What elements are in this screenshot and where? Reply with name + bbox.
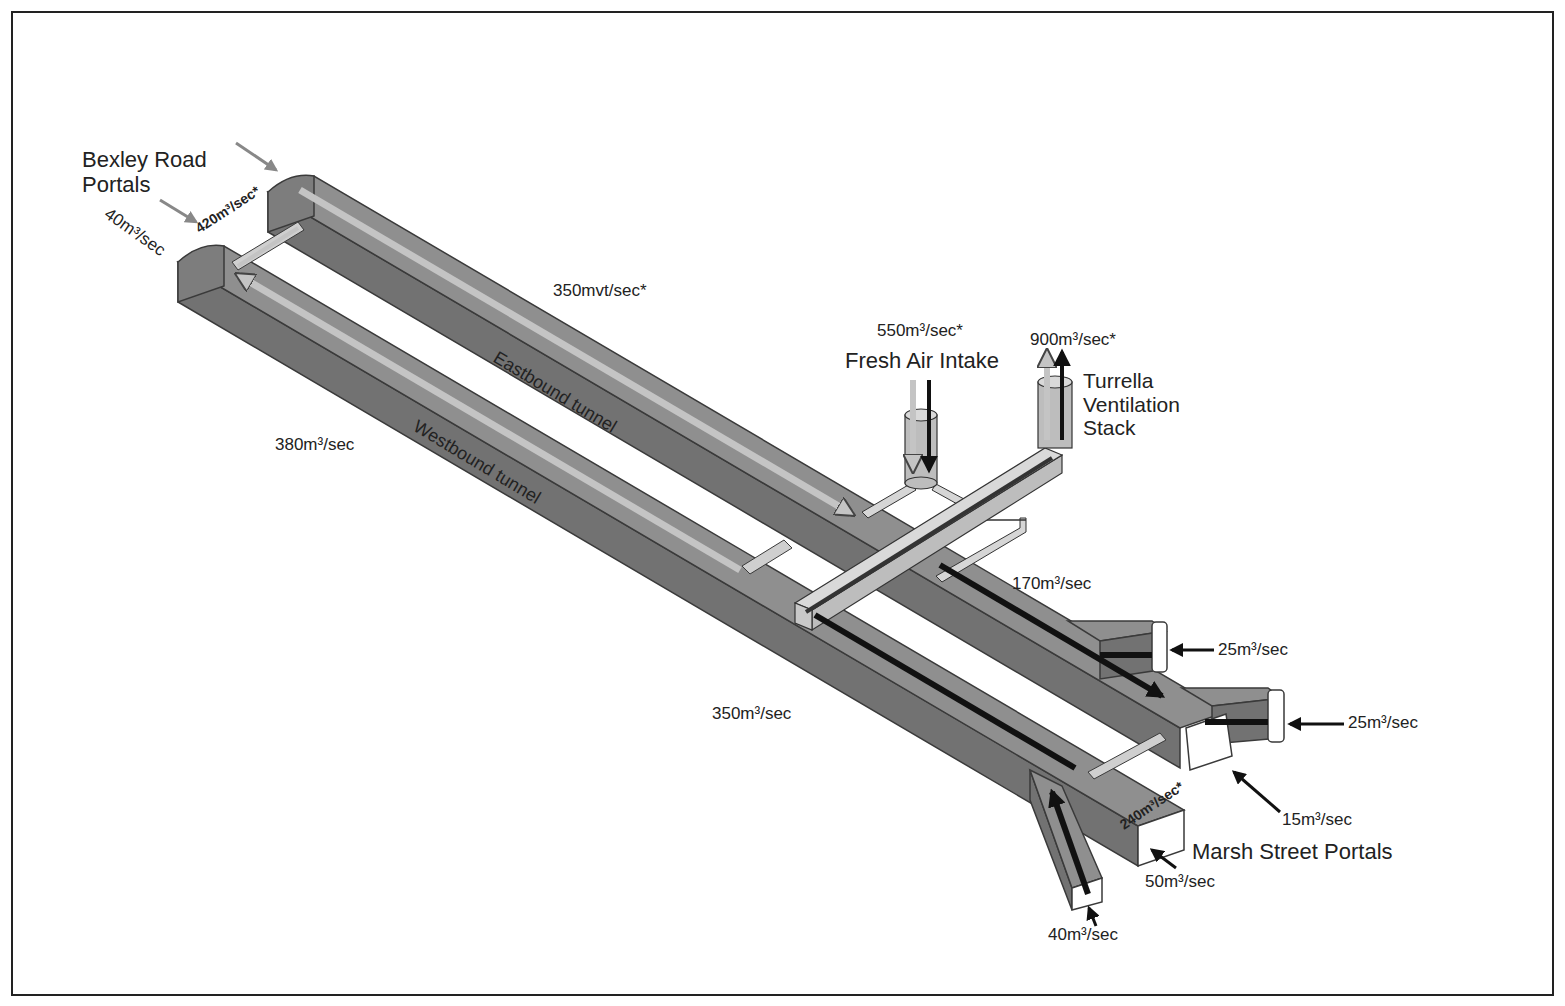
tunnel-top: [178, 246, 1184, 826]
ventilation-stack: [1038, 376, 1072, 388]
exhaust-duct: [795, 603, 812, 630]
tunnel-name: Eastbound tunnel: [490, 347, 620, 436]
shaft-name: Turrella Ventilation Stack: [1083, 369, 1203, 440]
portal-opening: [1152, 622, 1167, 672]
air-pipe: [986, 519, 1026, 521]
flow-rate: 380m³/sec: [275, 435, 354, 454]
flow-rate: 25m³/sec: [1348, 713, 1418, 732]
flow-rate: 350m³/sec: [712, 704, 791, 723]
inflow-arrow: [1089, 908, 1096, 926]
intake-shaft: [905, 415, 937, 483]
inflow-arrow: [1290, 723, 1344, 726]
flow-rate: 40m³/sec: [1048, 925, 1118, 944]
air-flow-arrow: [300, 190, 852, 514]
flow-rate: 15m³/sec: [1282, 810, 1352, 829]
portal-end: [268, 175, 314, 232]
inflow-arrow: [1234, 772, 1280, 812]
portal-name: Bexley Road Portals: [82, 148, 232, 197]
cross-passage: [232, 222, 304, 270]
tunnel-side: [178, 262, 1138, 866]
portal-opening: [1268, 690, 1284, 742]
tunnel-side: [268, 192, 1180, 768]
shaft-name: Fresh Air Intake: [845, 349, 999, 374]
air-pipe: [862, 484, 916, 518]
flow-rate: 170m³/sec: [1012, 574, 1091, 593]
flow-rate: 25m³/sec: [1218, 640, 1288, 659]
tunnel-name: Westbound tunnel: [410, 416, 544, 508]
flow-rate: 900m³/sec*: [1030, 330, 1116, 349]
air-flow-arrow: [910, 380, 916, 470]
flow-rate: 550m³/sec*: [877, 321, 963, 340]
inflow-arrow: [160, 200, 196, 222]
air-flow-arrow: [927, 380, 931, 470]
cross-passage: [1088, 733, 1166, 779]
air-flow-arrow: [1060, 352, 1064, 440]
portal-name: Marsh Street Portals: [1192, 840, 1393, 865]
air-flow-arrow: [1044, 352, 1050, 440]
air-flow-arrow: [815, 615, 1075, 768]
air-flow-arrow: [1100, 652, 1152, 658]
air-flow-arrow: [1205, 719, 1268, 725]
inflow-arrow: [236, 143, 276, 170]
flow-rate: 50m³/sec: [1145, 872, 1215, 891]
air-flow-arrow: [1052, 792, 1088, 894]
inflow-arrow: [1172, 649, 1214, 652]
inflow-arrow: [1152, 850, 1176, 868]
air-flow-arrow: [940, 565, 1162, 696]
ventilation-stack: [1038, 382, 1072, 448]
frame: [12, 12, 1553, 995]
flow-rate: 350mvt/sec*: [553, 281, 647, 300]
air-flow-arrow: [238, 275, 740, 570]
cross-passage: [742, 540, 792, 574]
air-flow-arrow: [238, 228, 298, 266]
intake-shaft: [905, 409, 937, 421]
portal-end: [178, 245, 224, 302]
flow-rate: 420m³/sec*: [193, 184, 263, 237]
exhaust-duct: [812, 455, 1062, 630]
intake-shaft: [905, 477, 937, 489]
flow-rate: 40m³/sec: [101, 204, 169, 260]
flow-rate: 240m³/sec*: [1117, 779, 1186, 833]
tunnel-top: [268, 176, 1226, 728]
